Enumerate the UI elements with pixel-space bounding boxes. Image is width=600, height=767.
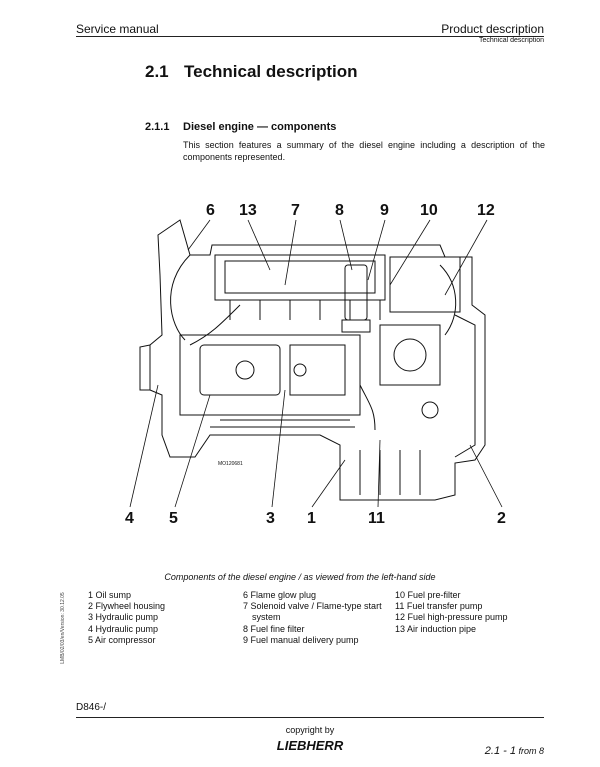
header-rule: [76, 36, 544, 37]
callout-1: 1: [307, 510, 316, 527]
footer-rule: [76, 717, 544, 718]
callout-7: 7: [291, 202, 300, 219]
document-id: LMB/02/03/en/Version: 30.12.05: [58, 585, 66, 675]
intro-paragraph: This section features a summary of the d…: [183, 140, 545, 162]
callout-12: 12: [477, 202, 495, 219]
figure-caption: Components of the diesel engine / as vie…: [164, 572, 436, 582]
legend-item: 11 Fuel transfer pump: [395, 601, 483, 612]
drawing-id: MO120681: [218, 461, 243, 467]
legend-item: 2 Flywheel housing: [88, 601, 166, 612]
legend-item: 8 Fuel fine filter: [243, 623, 305, 634]
liebherr-logo: LIEBHERR: [277, 738, 344, 752]
callout-5: 5: [169, 510, 178, 527]
header-chapter-title: Product description: [441, 22, 544, 36]
legend-column-1: 1 Oil sump 2 Flywheel housing 3 Hydrauli…: [88, 590, 165, 646]
legend-column-3: 10 Fuel pre-filter 11 Fuel transfer pump…: [395, 590, 508, 635]
callout-8: 8: [335, 202, 344, 219]
document-id-text: LMB/02/03/en/Version: 30.12.05: [60, 592, 66, 664]
section-number: 2.1: [145, 62, 169, 81]
legend-item: 12 Fuel high-pressure pump: [395, 612, 508, 623]
subsection-number: 2.1.1: [145, 121, 170, 133]
page-total: from 8: [515, 746, 544, 756]
header-section-title: Technical description: [479, 37, 544, 44]
legend-item: system: [252, 612, 281, 623]
legend-item: 9 Fuel manual delivery pump: [243, 634, 359, 645]
engine-drawing: 6 13 7 8 9 10 12 4 5 3 1 11 2 MO120681: [125, 202, 506, 527]
page-number: 2.1 - 1 from 8: [485, 745, 544, 757]
callout-13: 13: [239, 202, 257, 219]
subsection-title: Diesel engine — components: [183, 121, 337, 133]
callout-4: 4: [125, 510, 134, 527]
callout-3: 3: [266, 510, 275, 527]
copyright-text: copyright by: [285, 725, 335, 735]
legend-item: 10 Fuel pre-filter: [395, 590, 461, 600]
page-current: 1: [509, 745, 516, 757]
callout-2: 2: [497, 510, 506, 527]
legend-column-2: 6 Flame glow plug 7 Solenoid valve / Fla…: [243, 590, 382, 646]
callout-6: 6: [206, 202, 215, 219]
brand-wordmark: LIEBHERR: [277, 738, 344, 752]
header-manual-title: Service manual: [76, 22, 159, 36]
legend-item: 5 Air compressor: [88, 634, 156, 645]
legend-item: 1 Oil sump: [88, 590, 132, 600]
callout-11: 11: [368, 510, 385, 527]
legend-item: 4 Hydraulic pump: [88, 623, 159, 634]
legend-item: 13 Air induction pipe: [395, 623, 477, 634]
legend-item: 7 Solenoid valve / Flame-type start: [243, 601, 382, 612]
callout-10: 10: [420, 202, 438, 219]
page-section: 2.1 -: [484, 745, 510, 757]
section-title: Technical description: [184, 62, 358, 81]
legend-item: 6 Flame glow plug: [243, 590, 317, 600]
callout-9: 9: [380, 202, 389, 219]
legend-item: 3 Hydraulic pump: [88, 612, 159, 623]
footer-model: D846-/: [76, 702, 107, 713]
